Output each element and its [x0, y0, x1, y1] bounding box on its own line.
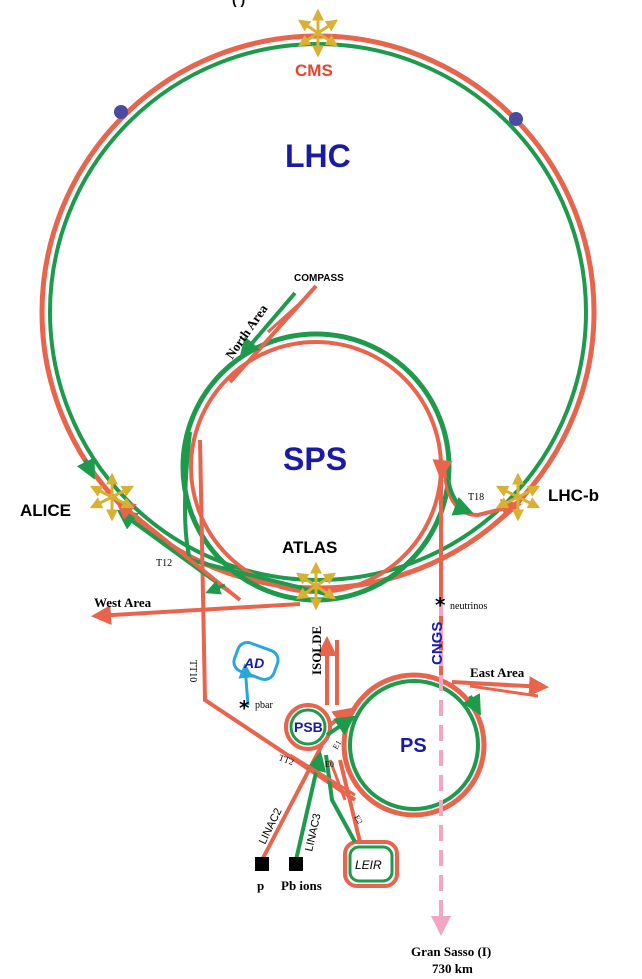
- cngs-label: CNGS: [429, 622, 446, 665]
- interaction-point-lhcb: [495, 472, 541, 522]
- ion-source-label: Pb ions: [281, 878, 322, 893]
- lhc-marker-dot-left: [114, 105, 128, 119]
- ad-label: AD: [243, 655, 264, 671]
- e2-label: E2: [352, 814, 364, 826]
- pbar-label: pbar: [255, 700, 273, 711]
- t18-label: T18: [468, 492, 484, 503]
- isolde-label: ISOLDE: [309, 626, 324, 675]
- tt2-label: TT2: [277, 752, 295, 767]
- ps-label: PS: [400, 735, 427, 757]
- title-partial: ( ): [232, 0, 245, 7]
- proton-source-label: p: [257, 878, 264, 893]
- proton-source-box: [255, 857, 269, 871]
- atlas-label: ATLAS: [282, 538, 337, 557]
- west-area-label: West Area: [94, 595, 152, 610]
- e0-label: E0: [325, 760, 334, 769]
- lhc-marker-dot-right: [509, 112, 523, 126]
- cms-label: CMS: [295, 61, 333, 80]
- lhc-label: LHC: [285, 138, 351, 174]
- neutrino-production-marker: *: [435, 593, 446, 617]
- leir-label: LEIR: [355, 858, 382, 872]
- psb-label: PSB: [294, 719, 323, 735]
- interaction-point-alice: [89, 472, 135, 522]
- gran-sasso-distance: 730 km: [432, 961, 473, 976]
- psb-ring: [284, 703, 332, 751]
- tt10-label: TT10: [187, 660, 198, 682]
- interaction-point-atlas: [296, 561, 336, 611]
- sps-label: SPS: [283, 441, 347, 477]
- alice-label: ALICE: [20, 501, 71, 520]
- east-area-label: East Area: [470, 665, 525, 680]
- lhcb-label: LHC-b: [548, 486, 599, 505]
- interaction-point-cms: [298, 8, 338, 58]
- ps-ring: [341, 672, 487, 818]
- compass-label: COMPASS: [294, 273, 344, 284]
- transfer-lines: [76, 284, 549, 936]
- neutrinos-label: neutrinos: [450, 601, 487, 612]
- leir-ring: [343, 840, 399, 888]
- pbar-production-marker: *: [239, 696, 250, 720]
- ion-source-box: [289, 857, 303, 871]
- e1-label: E1: [331, 739, 343, 751]
- t12-label: T12: [156, 558, 172, 569]
- gran-sasso-label: Gran Sasso (I): [411, 944, 491, 959]
